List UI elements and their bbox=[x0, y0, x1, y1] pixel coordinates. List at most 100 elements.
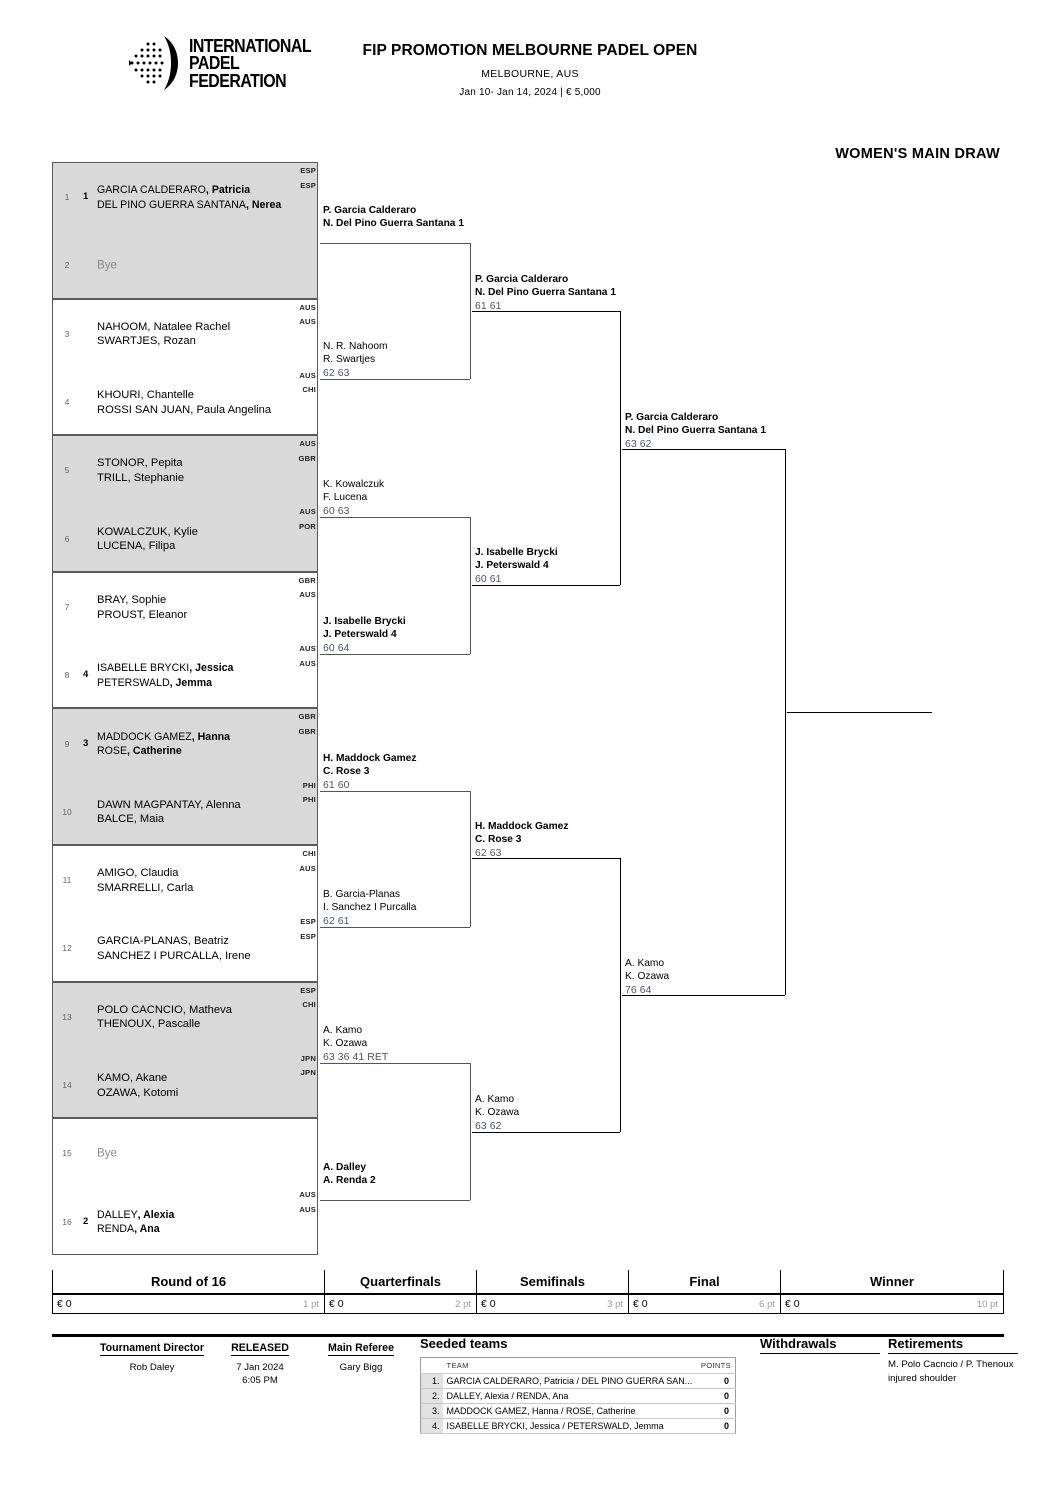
bracket-connector-vertical bbox=[785, 449, 786, 995]
draw-label: WOMEN'S MAIN DRAW bbox=[835, 146, 1000, 162]
entry-player-2-country: PHI bbox=[302, 795, 316, 805]
quarterfinal-match-1-winner-line-2: N. Del Pino Guerra Santana 1 bbox=[475, 287, 616, 299]
tournament-director-block: Tournament Director Rob Daley bbox=[72, 1342, 232, 1374]
entry-player-1-country: ESP bbox=[300, 917, 316, 927]
entry-player-2-name: ROSSI SAN JUAN, Paula Angelina bbox=[97, 403, 272, 416]
seeded-team-points: 0 bbox=[696, 1403, 736, 1419]
entry-player-1-name: KHOURI, Chantelle bbox=[97, 389, 195, 402]
prize-points-semifinals: 3 pt bbox=[607, 1298, 623, 1310]
round-of-16-match-4-score: 60 64 bbox=[323, 643, 350, 654]
released-label: RELEASED bbox=[231, 1342, 289, 1356]
entry-position-number: 3 bbox=[64, 328, 70, 339]
retirements-block: Retirements M. Polo Cacncio / P. Thenoux… bbox=[888, 1336, 1018, 1385]
released-date: 7 Jan 2024 bbox=[236, 1362, 284, 1373]
entry-player-1-name: NAHOOM, Natalee Rachel bbox=[97, 320, 231, 333]
entry-position-number: 11 bbox=[62, 875, 72, 886]
ipf-logo-wordmark: INTERNATIONAL PADEL FEDERATION bbox=[189, 35, 331, 91]
prize-money-final: € 0 bbox=[633, 1298, 648, 1310]
retirements-title: Retirements bbox=[888, 1336, 1018, 1354]
withdrawals-block: Withdrawals bbox=[760, 1336, 880, 1358]
main-referee-label: Main Referee bbox=[328, 1342, 394, 1356]
entry-seed-badge: 2 bbox=[83, 1215, 89, 1227]
seeded-team-name: MADDOCK GAMEZ, Hanna / ROSE, Catherine bbox=[442, 1403, 697, 1419]
entry-player-2-name: PROUST, Eleanor bbox=[97, 608, 188, 621]
round-of-16-match-2-winner-line-1: N. R. Nahoom bbox=[323, 341, 388, 352]
footer-divider bbox=[52, 1334, 1004, 1337]
entry-player-2-name: ROSE, Catherine bbox=[97, 745, 182, 758]
ipf-logo-mark-icon bbox=[128, 34, 180, 92]
entry-player-1-country: AUS bbox=[299, 439, 316, 449]
bracket-connector-horizontal bbox=[472, 858, 620, 859]
logo-line-1: INTERNATIONAL bbox=[189, 35, 312, 57]
entry-position-number: 14 bbox=[62, 1080, 72, 1091]
prize-header-final: Final bbox=[628, 1270, 780, 1295]
prize-points-winner: 10 pt bbox=[976, 1298, 998, 1310]
page-header: INTERNATIONAL PADEL FEDERATION FIP PROMO… bbox=[0, 0, 1058, 130]
entry-player-1-name: GARCIA CALDERARO, Patricia bbox=[97, 184, 251, 197]
quarterfinal-match-2-winner-line-1: J. Isabelle Brycki bbox=[475, 547, 558, 558]
entry-player-2-name: TRILL, Stephanie bbox=[97, 471, 185, 484]
quarterfinal-match-4-winner-line-2: K. Ozawa bbox=[475, 1107, 520, 1119]
prize-value-winner: € 0 10 pt bbox=[780, 1295, 1004, 1314]
semifinal-match-2-winner-line-2: K. Ozawa bbox=[625, 971, 670, 983]
entry-player-2-country: ESP bbox=[300, 931, 316, 941]
seeded-header-index bbox=[420, 1357, 443, 1374]
entry-player-1-country: CHI bbox=[302, 849, 316, 858]
round-of-16-match-6-winner-line-1: B. Garcia-Planas bbox=[323, 889, 401, 900]
entry-player-2-country: GBR bbox=[298, 453, 316, 463]
entry-player-2-country: POR bbox=[298, 522, 316, 532]
entry-player-1-country: PHI bbox=[302, 780, 316, 790]
final-match[interactable] bbox=[787, 690, 932, 724]
entry-seed-badge: 1 bbox=[83, 191, 89, 203]
bracket-connector-horizontal bbox=[320, 379, 470, 380]
logo-line-3: FEDERATION bbox=[189, 69, 287, 91]
entry-player-1-name: KAMO, Akane bbox=[97, 1072, 168, 1085]
semifinal-match-1-winner-line-1: P. Garcia Calderaro bbox=[625, 412, 719, 423]
semifinal-match-1-score: 63 62 bbox=[625, 439, 652, 450]
prize-points-final: 6 pt bbox=[759, 1298, 775, 1310]
